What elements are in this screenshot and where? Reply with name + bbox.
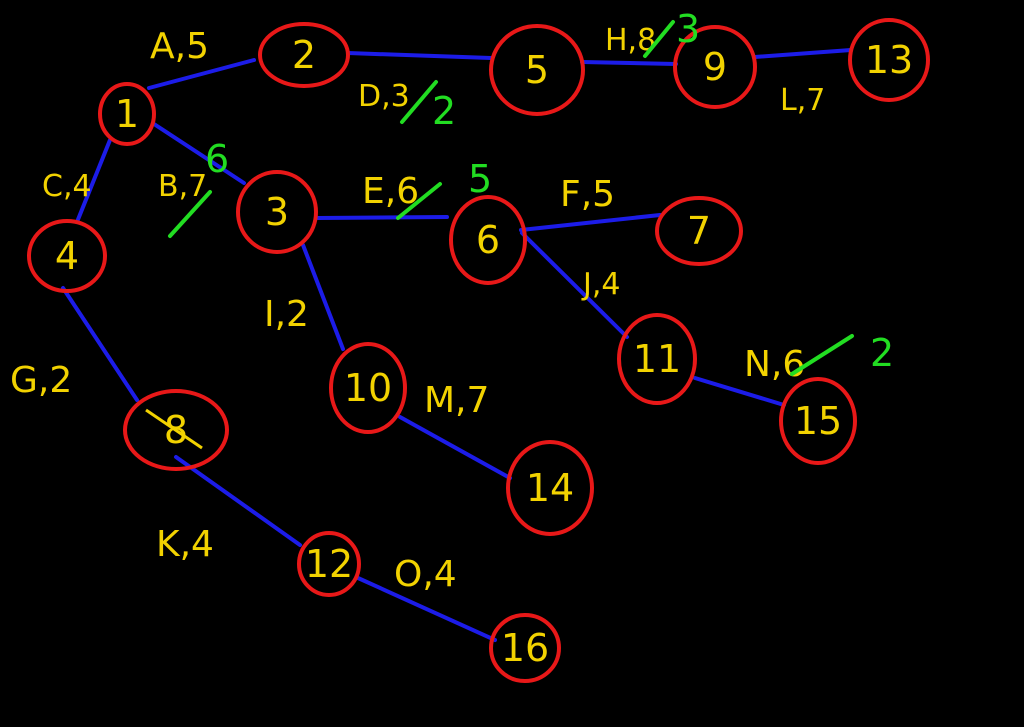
node-6: 6 bbox=[449, 195, 527, 285]
edge-label-3-6: E,6 bbox=[362, 171, 419, 212]
edge-label-3-10: I,2 bbox=[264, 294, 309, 335]
node-circle bbox=[489, 24, 585, 116]
node-label: 2 bbox=[292, 33, 316, 77]
edge-1-2 bbox=[147, 58, 256, 90]
edge-3-6 bbox=[316, 215, 449, 220]
node-label: 7 bbox=[687, 209, 711, 253]
edge-8-12 bbox=[174, 455, 302, 547]
node-3: 3 bbox=[236, 170, 318, 254]
node-circle bbox=[489, 613, 561, 683]
node-11: 11 bbox=[617, 313, 697, 405]
node-label: 14 bbox=[526, 466, 574, 510]
edge-6-7 bbox=[519, 213, 662, 232]
node-label: 1 bbox=[115, 92, 139, 136]
edge-1-3 bbox=[152, 122, 246, 185]
node-9: 9 bbox=[673, 25, 757, 109]
node-12: 12 bbox=[297, 531, 361, 597]
node-7: 7 bbox=[655, 196, 743, 266]
strike-5-9 bbox=[643, 20, 675, 58]
node-label: 5 bbox=[525, 48, 549, 92]
node-label: 6 bbox=[476, 218, 500, 262]
node-circle bbox=[655, 196, 743, 266]
edge-10-14 bbox=[398, 415, 512, 480]
node-label: 15 bbox=[794, 399, 842, 443]
node-circle bbox=[98, 82, 156, 146]
edge-label-11-15: N,6 bbox=[744, 344, 805, 385]
node-circle bbox=[297, 531, 361, 597]
strike-1-3 bbox=[168, 190, 212, 238]
node-circle bbox=[123, 389, 229, 471]
node-label: 13 bbox=[865, 38, 913, 82]
node-circle bbox=[27, 219, 107, 293]
node-circle bbox=[673, 25, 757, 109]
node-label: 16 bbox=[501, 626, 549, 670]
correction-1-3: 6 bbox=[205, 137, 229, 181]
node-label: 3 bbox=[265, 190, 289, 234]
node-8: 8 bbox=[123, 389, 229, 471]
node-circle bbox=[236, 170, 318, 254]
node-label: 4 bbox=[55, 234, 79, 278]
node-circle bbox=[617, 313, 697, 405]
edge-label-6-7: F,5 bbox=[560, 174, 615, 215]
node-circle bbox=[506, 440, 594, 536]
node-circle bbox=[258, 22, 350, 88]
edge-3-10 bbox=[301, 243, 345, 351]
edge-label-4-8: G,2 bbox=[10, 360, 72, 401]
node-circle bbox=[779, 377, 857, 465]
edge-1-4 bbox=[75, 138, 112, 224]
edge-label-9-13: L,7 bbox=[780, 83, 825, 118]
node-8-slash bbox=[145, 408, 203, 450]
edge-12-16 bbox=[356, 576, 497, 642]
edge-label-10-14: M,7 bbox=[424, 380, 489, 421]
node-5: 5 bbox=[489, 24, 585, 116]
node-label: 10 bbox=[344, 366, 392, 410]
node-16: 16 bbox=[489, 613, 561, 683]
node-label: 9 bbox=[703, 45, 727, 89]
edge-label-1-2: A,5 bbox=[150, 26, 209, 67]
correction-3-6: 5 bbox=[468, 157, 492, 201]
node-circle bbox=[848, 18, 930, 102]
edge-label-1-3: B,7 bbox=[158, 169, 207, 204]
node-10: 10 bbox=[329, 342, 407, 434]
node-14: 14 bbox=[506, 440, 594, 536]
edge-label-8-12: K,4 bbox=[156, 524, 214, 565]
node-2: 2 bbox=[258, 22, 350, 88]
edge-4-8 bbox=[61, 286, 139, 402]
edge-6-11 bbox=[520, 231, 629, 339]
node-1: 1 bbox=[98, 82, 156, 146]
node-4: 4 bbox=[27, 219, 107, 293]
edge-9-13 bbox=[753, 48, 853, 59]
node-15: 15 bbox=[779, 377, 857, 465]
nodes: 12345678910111213141516 bbox=[27, 18, 930, 683]
edge-label-12-16: O,4 bbox=[394, 554, 457, 595]
edge-label-1-4: C,4 bbox=[42, 169, 92, 204]
node-label: 11 bbox=[633, 337, 681, 381]
correction-2-5: 2 bbox=[432, 89, 456, 133]
correction-5-9: 3 bbox=[676, 7, 700, 51]
correction-11-15: 2 bbox=[870, 331, 894, 375]
strike-2-5 bbox=[400, 80, 438, 124]
node-circle bbox=[329, 342, 407, 434]
strike-3-6 bbox=[396, 182, 442, 220]
node-label: 12 bbox=[305, 542, 353, 586]
edge-11-15 bbox=[693, 376, 786, 407]
node-13: 13 bbox=[848, 18, 930, 102]
edge-label-6-11: J,4 bbox=[581, 267, 620, 302]
edge-5-9 bbox=[580, 60, 678, 66]
node-circle bbox=[449, 195, 527, 285]
edges bbox=[61, 48, 853, 642]
strike-11-15 bbox=[790, 334, 854, 376]
edge-label-2-5: D,3 bbox=[358, 79, 410, 114]
edge-2-5 bbox=[346, 51, 493, 60]
